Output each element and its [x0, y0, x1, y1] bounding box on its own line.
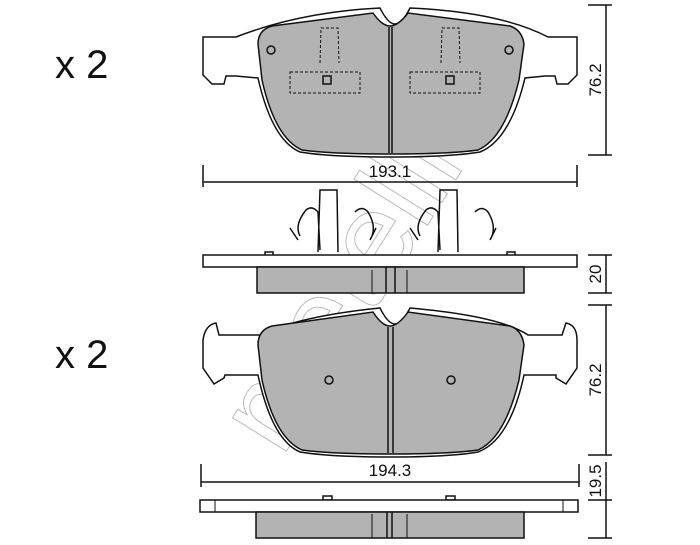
bottom-thickness-label: 19.5 — [586, 464, 605, 497]
top-thickness-dimension: 20 — [586, 254, 612, 294]
bottom-height-dimension: 76.2 — [586, 304, 612, 456]
top-pad-front-view — [202, 7, 578, 158]
bottom-pad-front-view — [202, 307, 578, 458]
top-friction-material — [257, 12, 525, 155]
top-height-dimension: 76.2 — [586, 4, 612, 156]
top-pad-side-view — [202, 189, 578, 294]
hole-icon — [504, 45, 514, 55]
bottom-side-backing-plate — [199, 499, 579, 513]
top-height-label: 76.2 — [586, 63, 605, 96]
top-thickness-label: 20 — [586, 265, 605, 284]
bottom-thickness-dimension: 19.5 — [586, 462, 612, 539]
bottom-friction-material — [257, 311, 525, 455]
bottom-width-label: 194.3 — [369, 461, 412, 480]
hole-icon — [446, 375, 456, 385]
top-width-dimension: 193.1 — [202, 162, 578, 187]
top-quantity-label: x 2 — [55, 43, 108, 87]
top-width-label: 193.1 — [369, 162, 412, 181]
top-side-friction — [256, 266, 525, 294]
bottom-pad-side-view — [199, 495, 579, 539]
bottom-quantity-label: x 2 — [55, 333, 108, 377]
hole-icon — [266, 45, 276, 55]
hole-icon — [324, 375, 334, 385]
clip-outline-left — [289, 27, 361, 94]
bottom-height-label: 76.2 — [586, 363, 605, 396]
top-side-backing-plate — [202, 254, 578, 268]
bottom-width-dimension: 194.3 — [200, 461, 580, 487]
bottom-side-friction — [255, 511, 525, 539]
clip-outline-right — [409, 27, 481, 94]
